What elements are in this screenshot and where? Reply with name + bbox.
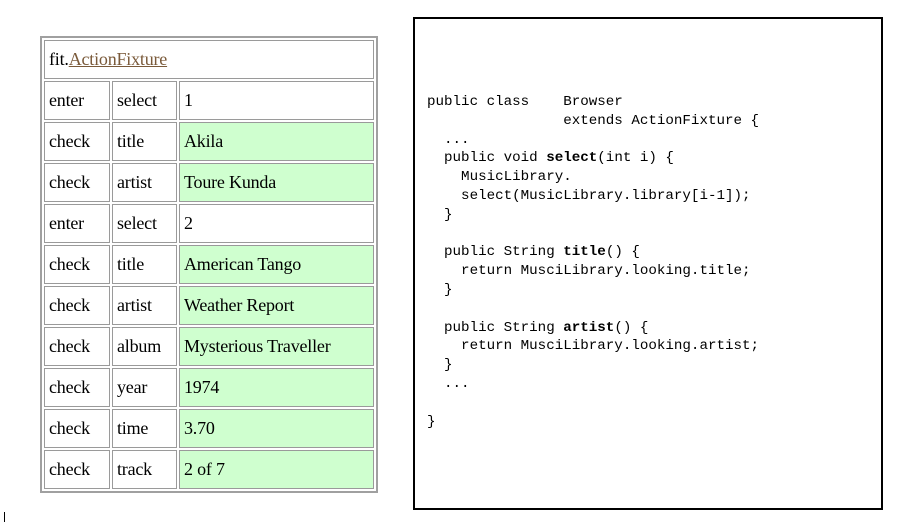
code-panel: public class Browser extends ActionFixtu… [413,17,883,510]
code-line: } [427,413,436,430]
row-member-cell: title [112,245,177,284]
fixture-class-link[interactable]: ActionFixture [68,49,168,69]
code-line: public class Browser [427,94,623,110]
code-line: return MusciLibrary.looking.artist; [427,338,760,355]
row-keyword-cell: check [44,122,110,161]
table-row: check time 3.70 [44,409,374,448]
code-line: select(MusicLibrary.library[i-1]); [427,187,751,204]
fixture-header-cell: fit.ActionFixture [44,40,374,79]
row-member-cell: time [112,409,177,448]
row-value-cell: 2 [179,204,374,243]
text-cursor-mark [4,512,5,522]
row-member-cell: artist [112,286,177,325]
row-keyword-cell: check [44,327,110,366]
table-row: check album Mysterious Traveller [44,327,374,366]
code-line: } [427,281,453,298]
row-value-cell: Mysterious Traveller [179,327,374,366]
code-line: public void [427,150,547,167]
row-value-cell: 3.70 [179,409,374,448]
fixture-table-body: fit.ActionFixture enter select 1 check t… [44,40,374,489]
row-member-cell: track [112,450,177,489]
table-row: enter select 2 [44,204,374,243]
row-value-cell: Akila [179,122,374,161]
code-line: MusicLibrary. [427,169,572,186]
row-value-cell: 2 of 7 [179,450,374,489]
row-keyword-cell: check [44,245,110,284]
fixture-header-row: fit.ActionFixture [44,40,374,79]
row-member-cell: title [112,122,177,161]
row-value-cell: 1 [179,81,374,120]
fixture-prefix: fit. [49,49,69,69]
row-keyword-cell: check [44,368,110,407]
code-line: } [427,357,453,374]
row-keyword-cell: enter [44,81,110,120]
row-keyword-cell: check [44,163,110,202]
code-line: public String [427,319,564,336]
row-value-cell: Toure Kunda [179,163,374,202]
code-line: (int i) { [597,150,674,167]
row-keyword-cell: check [44,450,110,489]
row-member-cell: year [112,368,177,407]
code-line: () { [614,319,649,336]
row-member-cell: select [112,81,177,120]
table-row: check track 2 of 7 [44,450,374,489]
code-line: public String [427,244,564,261]
row-value-cell: 1974 [179,368,374,407]
table-row: check artist Toure Kunda [44,163,374,202]
table-row: check title Akila [44,122,374,161]
code-line: ... [427,131,470,148]
code-method-name: artist [563,319,615,336]
code-listing: public class Browser extends ActionFixtu… [427,93,759,431]
code-line: ... [427,375,470,392]
row-keyword-cell: check [44,286,110,325]
row-member-cell: select [112,204,177,243]
table-row: check title American Tango [44,245,374,284]
row-keyword-cell: enter [44,204,110,243]
row-keyword-cell: check [44,409,110,448]
row-member-cell: album [112,327,177,366]
code-line: return MusciLibrary.looking.title; [427,263,751,280]
table-row: enter select 1 [44,81,374,120]
row-member-cell: artist [112,163,177,202]
code-method-name: select [546,150,598,167]
row-value-cell: Weather Report [179,286,374,325]
code-line: () { [605,244,640,261]
fixture-table: fit.ActionFixture enter select 1 check t… [40,36,378,493]
table-row: check year 1974 [44,368,374,407]
table-row: check artist Weather Report [44,286,374,325]
code-line: } [427,206,453,223]
row-value-cell: American Tango [179,245,374,284]
code-method-name: title [563,244,606,261]
code-line: extends ActionFixture { [427,112,760,129]
